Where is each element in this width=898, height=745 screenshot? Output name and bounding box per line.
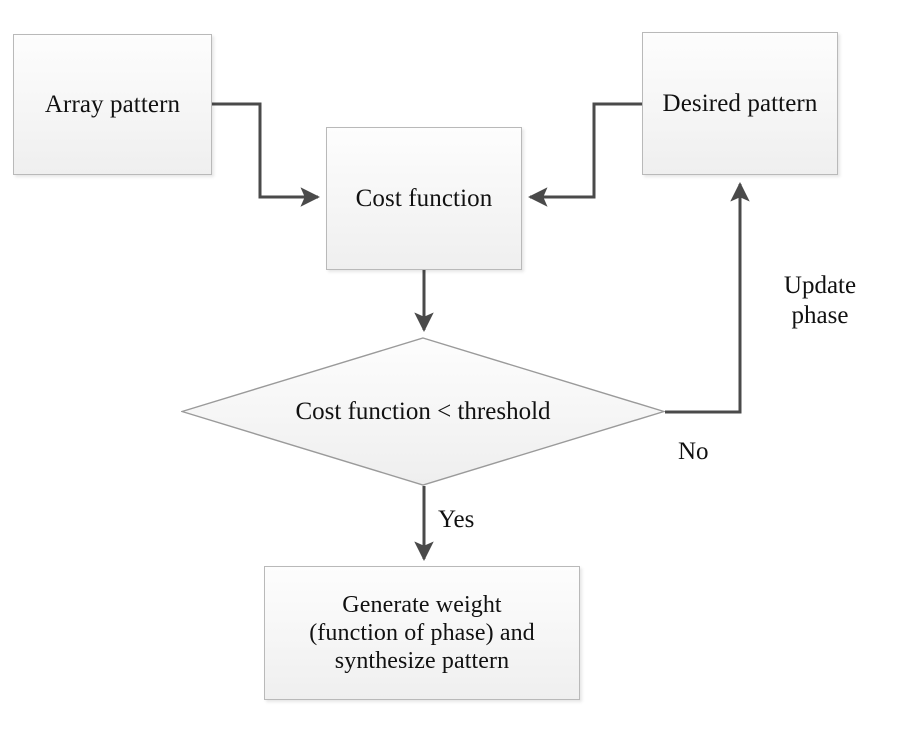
node-desired-pattern-label: Desired pattern [662, 89, 818, 117]
edge-label-update-phase: Update phase [783, 272, 857, 329]
node-array-pattern[interactable]: Array pattern [13, 34, 212, 175]
edge-label-no: No [678, 438, 709, 465]
node-array-pattern-label: Array pattern [44, 90, 181, 118]
node-cost-function[interactable]: Cost function [326, 127, 522, 270]
node-generate-weight[interactable]: Generate weight (function of phase) and … [264, 566, 580, 700]
edge-decision-no-to-desired [665, 182, 750, 414]
edge-array-to-cost [212, 102, 320, 207]
node-decision-cost-threshold[interactable]: Cost function < threshold [181, 337, 665, 486]
node-decision-label: Cost function < threshold [295, 397, 551, 425]
edge-label-yes: Yes [438, 506, 475, 533]
node-desired-pattern[interactable]: Desired pattern [642, 32, 838, 175]
node-decision-label-wrap: Cost function < threshold [181, 337, 665, 486]
node-generate-weight-label: Generate weight (function of phase) and … [309, 591, 535, 675]
edge-desired-to-cost [528, 102, 642, 207]
diamond-outline [181, 337, 665, 486]
node-cost-function-label: Cost function [355, 184, 493, 212]
